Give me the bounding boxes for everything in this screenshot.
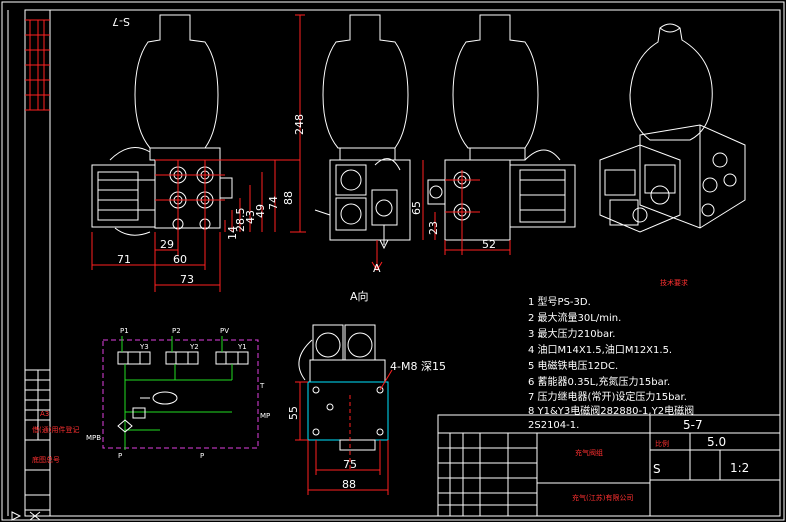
- port-p-b: P: [200, 452, 204, 460]
- strip-label-a: A3: [40, 410, 49, 418]
- cross-marker-icon: [11, 511, 41, 521]
- side-view[interactable]: A: [314, 14, 411, 275]
- port-p1: P1: [120, 327, 129, 335]
- rear-view[interactable]: 65 23 52: [410, 14, 576, 255]
- port-pv: PV: [220, 327, 229, 335]
- scale-value: 1:2: [730, 461, 749, 475]
- note-7: 7 压力继电器(常开)设定压力15bar.: [528, 390, 687, 403]
- note-4: 4 油口M14X1.5,油口M12X1.5.: [528, 343, 672, 356]
- accumulator-outline-3: [452, 14, 539, 149]
- port-t: T: [259, 382, 265, 390]
- view-a-title: A向: [350, 289, 369, 303]
- note-9: 2S2104-1.: [528, 420, 579, 431]
- valve-y1: Y1: [237, 343, 247, 351]
- port-mpb: MPB: [86, 434, 101, 442]
- dim-248: 248: [293, 114, 306, 135]
- note-5: 5 电磁铁电压12DC.: [528, 359, 618, 372]
- port-mp: MP: [260, 412, 270, 420]
- port-p: P: [118, 452, 122, 460]
- dim-thread: 4-M8 深15: [390, 360, 446, 373]
- strip-label-b: 借(通)用件登记: [32, 425, 79, 434]
- drawing-name: 充气阀组: [575, 448, 603, 457]
- title-block: 5-7 充气阀组 比例 5.0 S 1:2 充气(江苏)有限公司: [437, 414, 781, 517]
- technical-notes: 技术要求 1 型号PS-3D. 2 最大流量30L/min. 3 最大压力210…: [528, 278, 694, 431]
- dim-60: 60: [173, 253, 187, 266]
- port-p2: P2: [172, 327, 181, 335]
- note-8: 8 Y1&Y3电磁阀282880-1,Y2电磁阀: [528, 404, 694, 417]
- note-3: 3 最大压力210bar.: [528, 327, 615, 340]
- valve-y2: Y2: [189, 343, 199, 351]
- view-label-top: S-7: [112, 15, 130, 28]
- dim-28-5: 28.5: [234, 208, 247, 233]
- stage-s: S: [653, 462, 661, 476]
- scale-label: 比例: [655, 439, 669, 448]
- dim-23: 23: [427, 221, 440, 235]
- dim-71: 71: [117, 253, 131, 266]
- dim-88b: 88: [342, 478, 356, 491]
- dim-43: 43: [244, 210, 257, 224]
- accumulator-outline-2: [322, 14, 409, 149]
- dim-55: 55: [287, 406, 300, 420]
- accumulator-outline: [134, 14, 219, 149]
- valve-y3: Y3: [139, 343, 149, 351]
- view-a[interactable]: A向 4-M8 深15 55 75 88: [287, 289, 446, 495]
- dim-49: 49: [254, 204, 267, 218]
- accumulator-iso: [629, 23, 713, 141]
- note-6: 6 蓄能器0.35L,充氮压力15bar.: [528, 375, 670, 388]
- dim-73: 73: [180, 273, 194, 286]
- note-1: 1 型号PS-3D.: [528, 295, 591, 308]
- dim-14: 14: [226, 226, 239, 240]
- dim-75: 75: [343, 458, 357, 471]
- notes-title: 技术要求: [660, 278, 688, 287]
- dim-88: 88: [282, 191, 295, 205]
- strip-label-c: 底图总号: [32, 455, 60, 464]
- weight-value: 5.0: [707, 435, 726, 449]
- hydraulic-schematic[interactable]: P1 P2 PV Y3 Y2 Y1 T MP MPB P P: [86, 327, 270, 460]
- company-name: 充气(江苏)有限公司: [572, 493, 633, 502]
- dim-74: 74: [267, 196, 280, 210]
- dim-52: 52: [482, 238, 496, 251]
- left-title-strip: A3 借(通)用件登记 底图总号: [24, 9, 79, 517]
- note-2: 2 最大流量30L/min.: [528, 311, 621, 324]
- dim-29: 29: [160, 238, 174, 251]
- isometric-view[interactable]: [599, 23, 746, 233]
- dim-65: 65: [410, 201, 423, 215]
- drawing-code: 5-7: [683, 418, 703, 432]
- view-a-arrow: A: [373, 262, 381, 275]
- front-view[interactable]: 248 88 74 49 43 28.5 14 29 60 71 73: [91, 14, 306, 292]
